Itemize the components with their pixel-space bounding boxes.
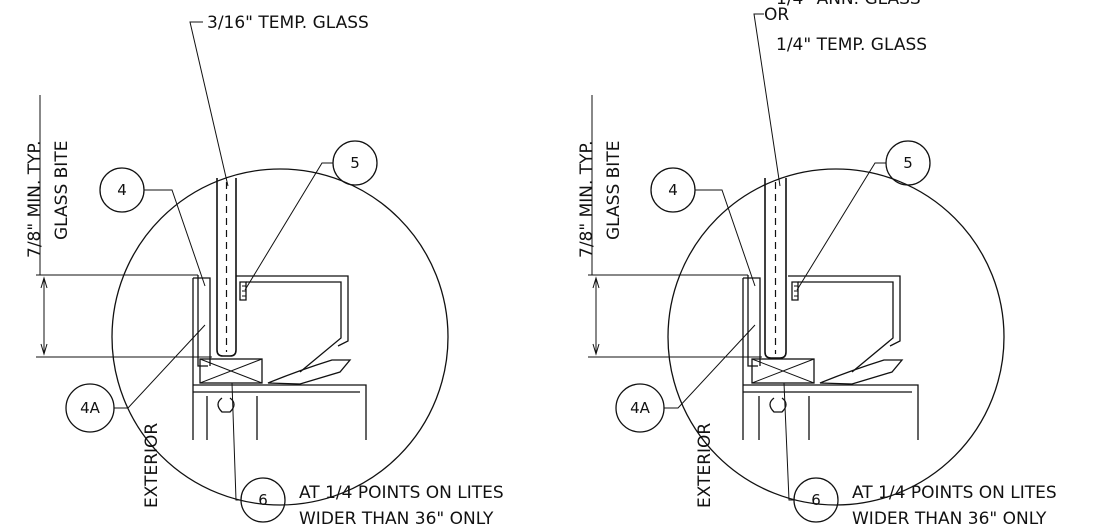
right-exterior-label: EXTERIOR bbox=[695, 423, 715, 508]
right-note-line-1: AT 1/4 POINTS ON LITES bbox=[852, 483, 1057, 503]
left-tag-4: 4 bbox=[117, 181, 127, 199]
right-tag-5: 5 bbox=[903, 154, 913, 172]
left-setting-block bbox=[199, 358, 263, 384]
right-tag-4: 4 bbox=[668, 181, 678, 199]
right-tag-6: 6 bbox=[811, 491, 821, 509]
left-tag-6-leader bbox=[231, 382, 241, 501]
left-glazing-detail: 3/16" TEMP. GLASS bbox=[25, 13, 504, 529]
left-glass-callout-leader bbox=[189, 21, 229, 187]
left-note-line-2: WIDER THAN 36" ONLY bbox=[299, 509, 494, 529]
right-glass-callout-line-2: OR bbox=[764, 5, 789, 25]
left-glass-lite bbox=[216, 178, 237, 357]
left-exterior-label: EXTERIOR bbox=[142, 423, 162, 508]
right-glass-callout-line-1: 1/4" ANN. GLASS bbox=[776, 0, 921, 9]
right-bite-label: GLASS BITE bbox=[604, 141, 624, 240]
right-glass-callout-line-3: 1/4" TEMP. GLASS bbox=[776, 35, 927, 55]
left-bite-label: GLASS BITE bbox=[52, 141, 72, 240]
right-setting-block bbox=[751, 358, 815, 384]
left-glass-callout: 3/16" TEMP. GLASS bbox=[207, 13, 369, 33]
left-tag-6: 6 bbox=[258, 491, 268, 509]
left-tag-4-leader bbox=[144, 189, 206, 287]
left-frame-extrusion bbox=[192, 275, 367, 440]
right-tag-5-leader bbox=[796, 162, 886, 291]
right-frame-extrusion bbox=[742, 275, 919, 440]
left-tag-5-leader bbox=[244, 162, 333, 291]
right-tag-6-leader bbox=[783, 382, 794, 501]
right-tag-4a-leader bbox=[664, 324, 756, 409]
left-detail-circle bbox=[111, 168, 449, 506]
right-glass-callout-leader bbox=[753, 13, 781, 187]
right-note-line-2: WIDER THAN 36" ONLY bbox=[852, 509, 1047, 529]
left-bite-dimension: 7/8" MIN. TYP. bbox=[25, 140, 45, 258]
left-note-line-1: AT 1/4 POINTS ON LITES bbox=[299, 483, 504, 503]
right-tag-4-leader bbox=[695, 189, 756, 287]
right-bite-dimension: 7/8" MIN. TYP. bbox=[577, 140, 597, 258]
left-tag-5: 5 bbox=[350, 154, 360, 172]
right-tag-4a: 4A bbox=[630, 399, 651, 417]
left-tag-4a-leader bbox=[114, 324, 206, 409]
left-tag-4a: 4A bbox=[80, 399, 101, 417]
right-glass-lite bbox=[764, 178, 787, 359]
right-glazing-detail: 1/4" ANN. GLASS OR 1/4" TEMP. GLASS bbox=[577, 0, 1057, 529]
right-detail-circle bbox=[667, 168, 1005, 506]
